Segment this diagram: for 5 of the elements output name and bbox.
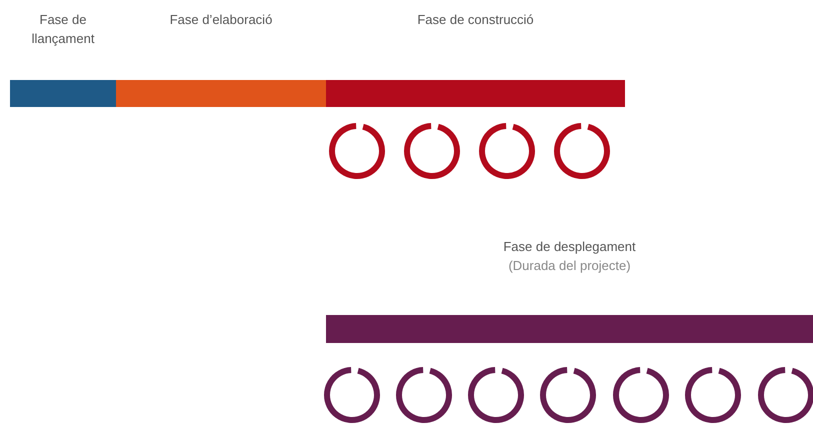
phase-label: Fase de llançament — [30, 11, 96, 48]
phase-label: Fase de construcció — [416, 11, 535, 29]
phase-label: Fase de desplegament — [503, 238, 636, 256]
phase-note: (Durada del projecte) — [508, 257, 631, 275]
phase-label: Fase d’elaboració — [168, 11, 274, 29]
